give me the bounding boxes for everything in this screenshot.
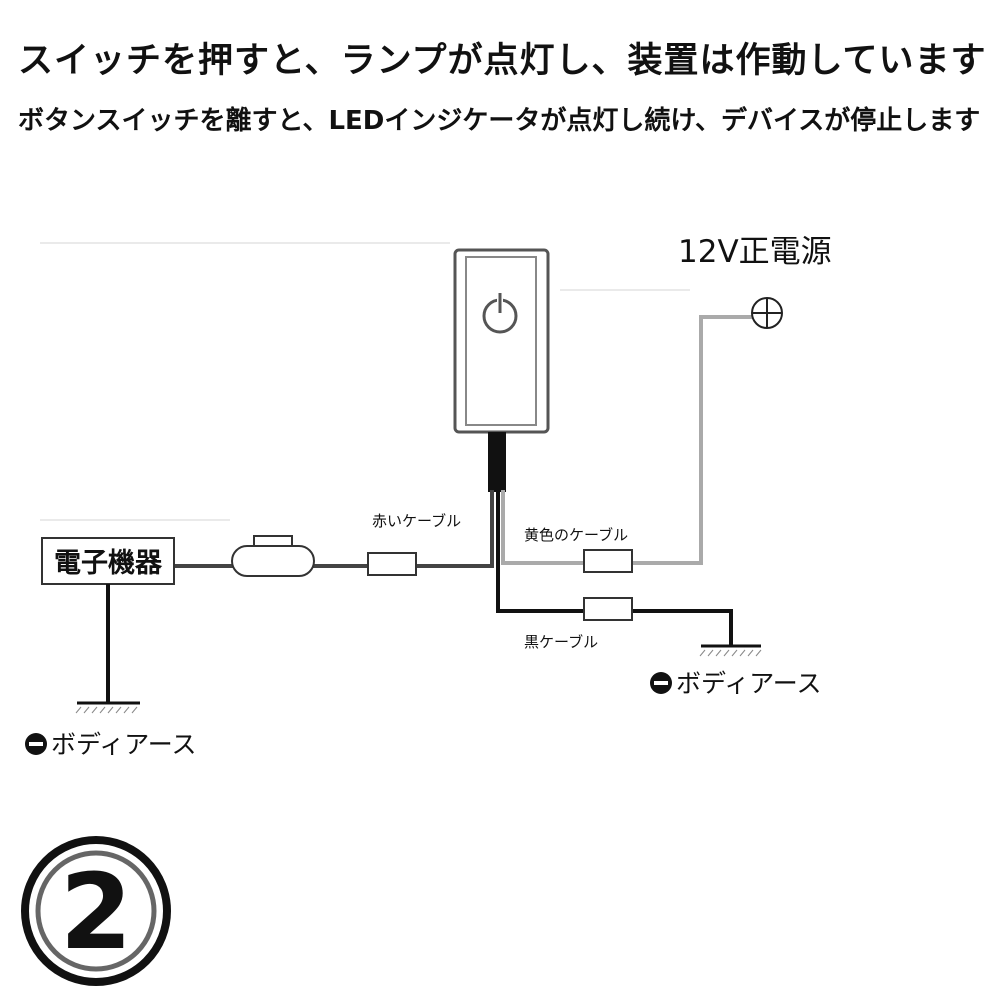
yellow-cable-fuse [583,549,633,573]
switch-connector [488,432,506,492]
yellow-cable [501,315,755,573]
push-button-switch [453,248,550,492]
ground-label-right: ボディアース [676,669,822,698]
black-cable-label: 黒ケーブル [524,633,598,651]
minus-circle-icon [25,733,47,755]
red-cable [175,490,494,576]
power-icon [482,290,518,334]
red-cable-label: 赤いケーブル [372,512,461,530]
instruction-line-1: スイッチを押すと、ランプが点灯し、装置は作動しています [18,41,987,81]
background-guide-lines [40,242,690,521]
inline-connector [231,535,315,577]
black-cable [496,490,733,645]
electronic-device: 電子機器 [41,537,175,703]
ground-symbol-left [75,701,140,714]
power-label: 12V正電源 [678,234,832,270]
minus-circle-icon [650,672,672,694]
plus-circle-icon [751,297,783,329]
black-cable-fuse [583,597,633,621]
yellow-cable-label: 黄色のケーブル [524,526,628,544]
step-number: 2 [60,851,132,973]
ground-symbol-right [699,644,762,657]
instruction-line-2: ボタンスイッチを離すと、LEDインジケータが点灯し続け、デバイスが停止します [18,106,981,136]
red-cable-fuse [367,552,417,576]
device-label: 電子機器 [54,548,163,579]
ground-label-left: ボディアース [51,730,197,759]
step-number-badge: 2 [21,836,171,986]
